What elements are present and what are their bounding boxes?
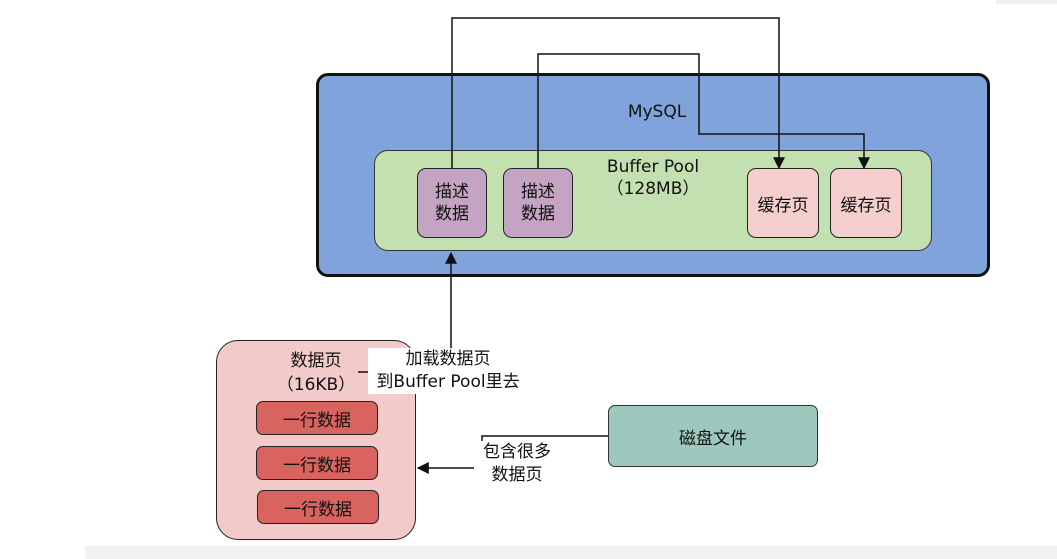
load-annotation-line2: 到Buffer Pool里去: [376, 372, 520, 392]
bottom-strip: [85, 546, 1057, 559]
data-row: 一行数据: [256, 446, 378, 480]
cache-page: 缓存页: [830, 168, 902, 238]
buffer-pool-size: （128MB）: [606, 179, 700, 199]
descriptor-line2: 数据: [435, 204, 469, 224]
contains-annotation-line1: 包含很多: [483, 442, 551, 462]
load-annotation: 加载数据页 到Buffer Pool里去: [368, 348, 528, 394]
data-row: 一行数据: [256, 401, 378, 435]
descriptor-line1: 描述: [435, 182, 469, 202]
data-page-size: （16KB）: [276, 375, 356, 395]
contains-annotation: 包含很多 数据页: [474, 441, 560, 487]
data-page-label: 数据页: [290, 351, 342, 371]
link-descriptor2-cache1: [537, 53, 870, 170]
top-right-strip: [996, 0, 1057, 4]
descriptor-line1: 描述: [521, 182, 555, 202]
mysql-label: MySQL: [627, 102, 687, 122]
disk-file: 磁盘文件: [608, 405, 818, 467]
contains-annotation-line2: 数据页: [491, 465, 543, 485]
buffer-pool-label: Buffer Pool: [606, 157, 700, 177]
data-row: 一行数据: [257, 490, 379, 524]
cache-page: 缓存页: [747, 168, 819, 238]
link-descriptor1-cache2: [451, 17, 785, 170]
descriptor-block: 描述数据: [417, 168, 487, 238]
descriptor-line2: 数据: [521, 204, 555, 224]
descriptor-block: 描述数据: [503, 168, 573, 238]
load-annotation-line1: 加载数据页: [405, 349, 491, 369]
